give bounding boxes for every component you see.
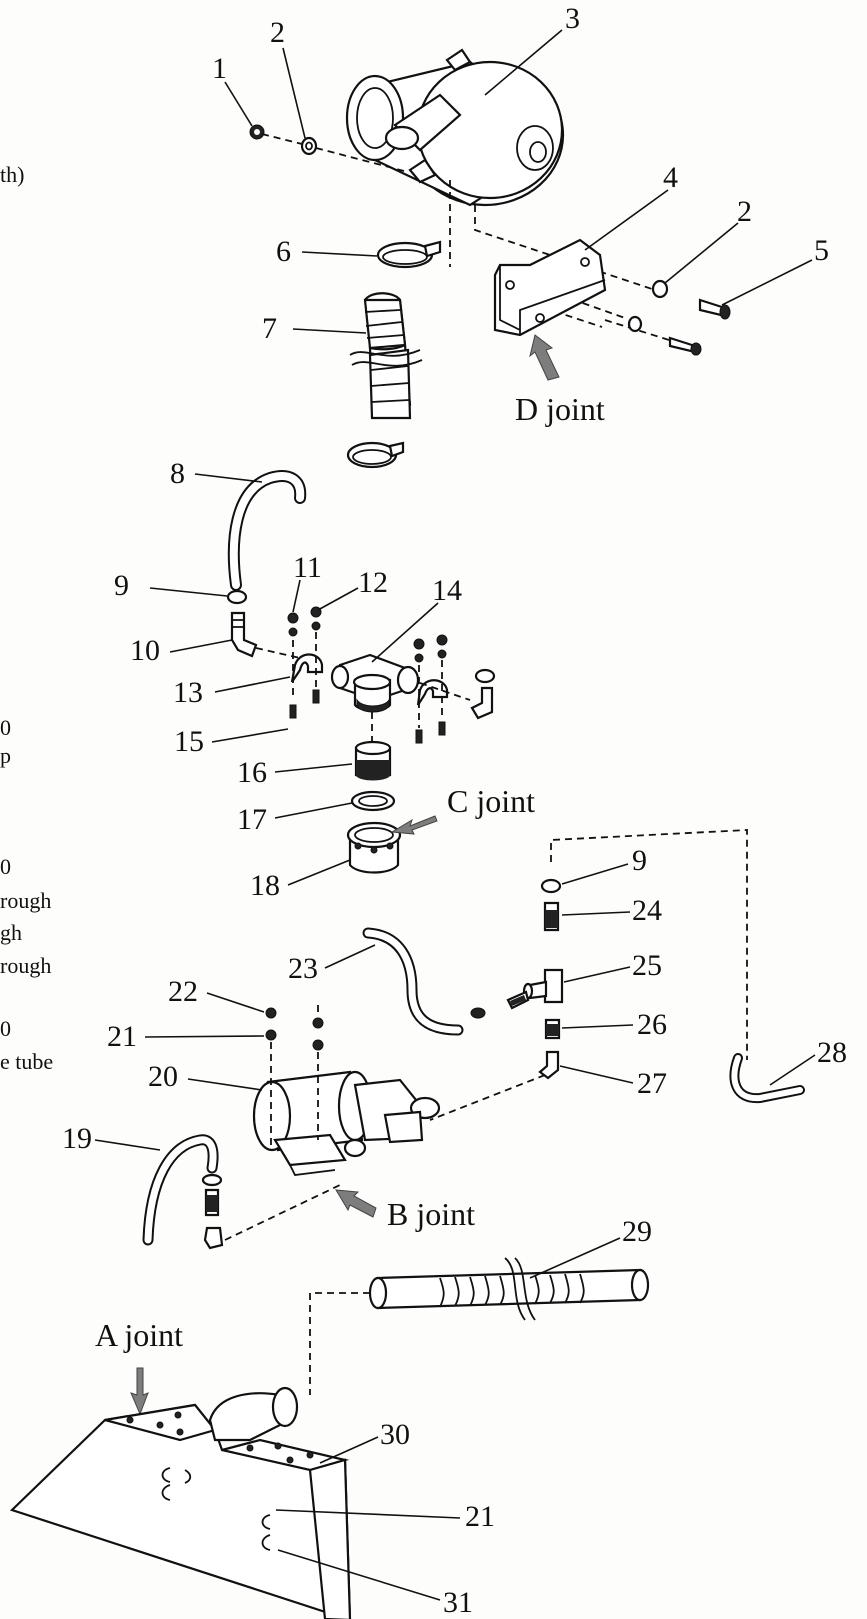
part-number-18: 18: [250, 869, 280, 902]
a-joint-arrow: [130, 1367, 149, 1416]
part-number-10: 10: [130, 634, 160, 667]
part-number-1: 1: [212, 52, 227, 85]
part-number-9: 9: [114, 569, 129, 602]
part-number-4: 4: [663, 161, 678, 194]
part-number-24: 24: [632, 894, 662, 927]
d-joint-arrow: [529, 334, 560, 381]
part-number-28: 28: [817, 1036, 847, 1069]
part-number-17: 17: [237, 803, 267, 836]
tube-inner: [144, 1136, 217, 1244]
barb-fitting-part: [470, 990, 530, 1019]
part-number-9-lower: 9: [632, 844, 647, 877]
part-number-14: 15: [174, 725, 204, 758]
part-number-7: 7: [262, 312, 277, 345]
part-number-3: 3: [565, 2, 580, 35]
c-joint-arrow: [390, 815, 438, 835]
mounting-bracket-part: [493, 238, 607, 337]
part-number-16: 16: [237, 756, 267, 789]
hose-clamp-part: [346, 441, 405, 469]
elbow-fitting-part: [230, 611, 258, 658]
cropped-text-6: gh: [0, 920, 22, 945]
corrugated-hose-part: [368, 1257, 650, 1321]
a-joint-label: A joint: [95, 1317, 183, 1353]
tube-part: [227, 470, 307, 591]
tee-fitting-part: [522, 968, 564, 1004]
fasteners-part: [265, 1005, 324, 1150]
barb-fitting-part: [201, 1173, 224, 1250]
washer-part: [627, 315, 643, 333]
o-ring-part: [226, 589, 248, 605]
dash-line: [429, 1074, 546, 1121]
part-number-callouts: 1 2 3 4 2 5 6 7 8 9 10 11 12 14 13 15 16…: [62, 2, 847, 1619]
d-joint-label: D joint: [515, 391, 605, 427]
part-number-8: 8: [170, 457, 185, 490]
nut-part: [249, 124, 265, 140]
cropped-text-8: 0: [0, 1016, 11, 1041]
part-number-2: 2: [270, 16, 285, 49]
part-number-30: 30: [380, 1418, 410, 1451]
dash-line: [309, 1292, 370, 1395]
water-pump-part: [252, 1070, 441, 1176]
elbow-fitting-part: [470, 668, 496, 720]
pipe-clamp-part: [416, 679, 449, 706]
threaded-fitting-part: [543, 901, 560, 932]
pump-head-part: [330, 653, 420, 713]
cropped-text-1: th): [0, 162, 24, 187]
pump-mounting-frame-part: [9, 1386, 352, 1619]
part-number-12: 12: [358, 566, 388, 599]
part-number-26: 26: [637, 1008, 667, 1041]
o-ring-part: [540, 878, 562, 894]
cropped-text-4: 0: [0, 854, 11, 879]
cropped-text-2: 0: [0, 715, 11, 740]
part-number-31: 31: [443, 1586, 473, 1619]
fasteners-part: [287, 606, 448, 744]
filter-cap-part: [346, 821, 402, 874]
c-joint-label: C joint: [447, 783, 535, 819]
part-number-25: 25: [632, 949, 662, 982]
cropped-text-3: p: [0, 743, 11, 768]
part-number-15: 14: [432, 574, 462, 607]
b-joint-label: B joint: [387, 1196, 475, 1232]
dash-line: [261, 133, 409, 173]
part-number-20: 20: [148, 1060, 178, 1093]
part-number-29: 29: [622, 1215, 652, 1248]
hose-part: [349, 292, 423, 420]
pipe-clamp-part: [290, 653, 324, 683]
part-number-6: 6: [276, 235, 291, 268]
part-number-22: 22: [168, 975, 198, 1008]
tube-inner: [364, 929, 462, 1034]
cropped-text-5: rough: [0, 888, 51, 913]
part-number-21: 21: [107, 1020, 137, 1053]
dash-line: [419, 682, 471, 701]
b-joint-arrow: [335, 1189, 377, 1218]
dash-line: [550, 829, 748, 1060]
washer-part: [300, 136, 318, 156]
screw-part: [698, 298, 731, 320]
dash-line: [474, 205, 656, 291]
part-number-27: 27: [637, 1067, 667, 1100]
elbow-fitting-part: [538, 1050, 560, 1080]
vacuum-motor-part: [345, 48, 565, 207]
part-number-11: 11: [293, 551, 322, 584]
screw-part: [668, 336, 702, 356]
o-ring-part: [350, 790, 396, 812]
part-number-13: 13: [173, 676, 203, 709]
part-number-19: 19: [62, 1122, 92, 1155]
cropped-text-9: e tube: [0, 1049, 53, 1074]
tube-inner: [731, 1055, 803, 1102]
cropped-side-text: th) 0 p 0 rough gh rough 0 e tube: [0, 162, 53, 1074]
part-number-21-frame: 21: [465, 1500, 495, 1533]
hose-clamp-part: [376, 240, 442, 269]
nipple-fitting-part: [544, 1018, 561, 1040]
part-number-2-lower: 2: [737, 195, 752, 228]
filter-part: [354, 740, 392, 781]
part-number-5: 5: [814, 234, 829, 267]
dash-line: [224, 1184, 341, 1241]
part-number-23: 23: [288, 952, 318, 985]
washer-part: [651, 279, 669, 299]
cropped-text-7: rough: [0, 953, 51, 978]
